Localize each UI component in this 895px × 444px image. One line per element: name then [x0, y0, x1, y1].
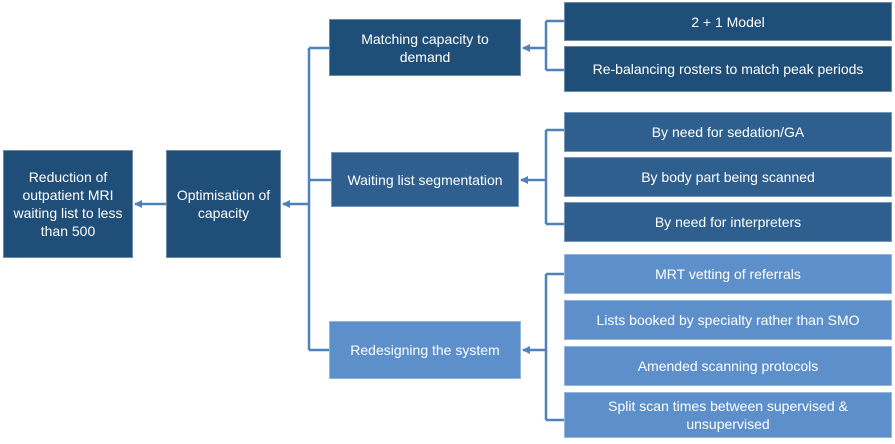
- change-idea-rebalancing-rosters: Re-balancing rosters to match peak perio…: [564, 46, 892, 92]
- change-idea-body-part: By body part being scanned: [564, 157, 892, 197]
- secondary-driver-matching-capacity: Matching capacity to demand: [329, 19, 521, 76]
- change-idea-interpreters: By need for interpreters: [564, 202, 892, 242]
- change-idea-amended-protocols: Amended scanning protocols: [564, 346, 892, 386]
- root-outcome-box: Reduction of outpatient MRI waiting list…: [3, 150, 133, 258]
- change-idea-lists-by-specialty: Lists booked by specialty rather than SM…: [564, 300, 892, 340]
- change-idea-sedation-ga: By need for sedation/GA: [564, 112, 892, 152]
- secondary-driver-waiting-list-segmentation: Waiting list segmentation: [331, 152, 519, 207]
- change-idea-2-plus-1-model: 2 + 1 Model: [564, 2, 892, 41]
- secondary-driver-redesigning-system: Redesigning the system: [329, 321, 521, 379]
- primary-driver-box: Optimisation of capacity: [166, 150, 281, 258]
- change-idea-mrt-vetting: MRT vetting of referrals: [564, 254, 892, 294]
- change-idea-split-scan-times: Split scan times between supervised & un…: [564, 392, 892, 438]
